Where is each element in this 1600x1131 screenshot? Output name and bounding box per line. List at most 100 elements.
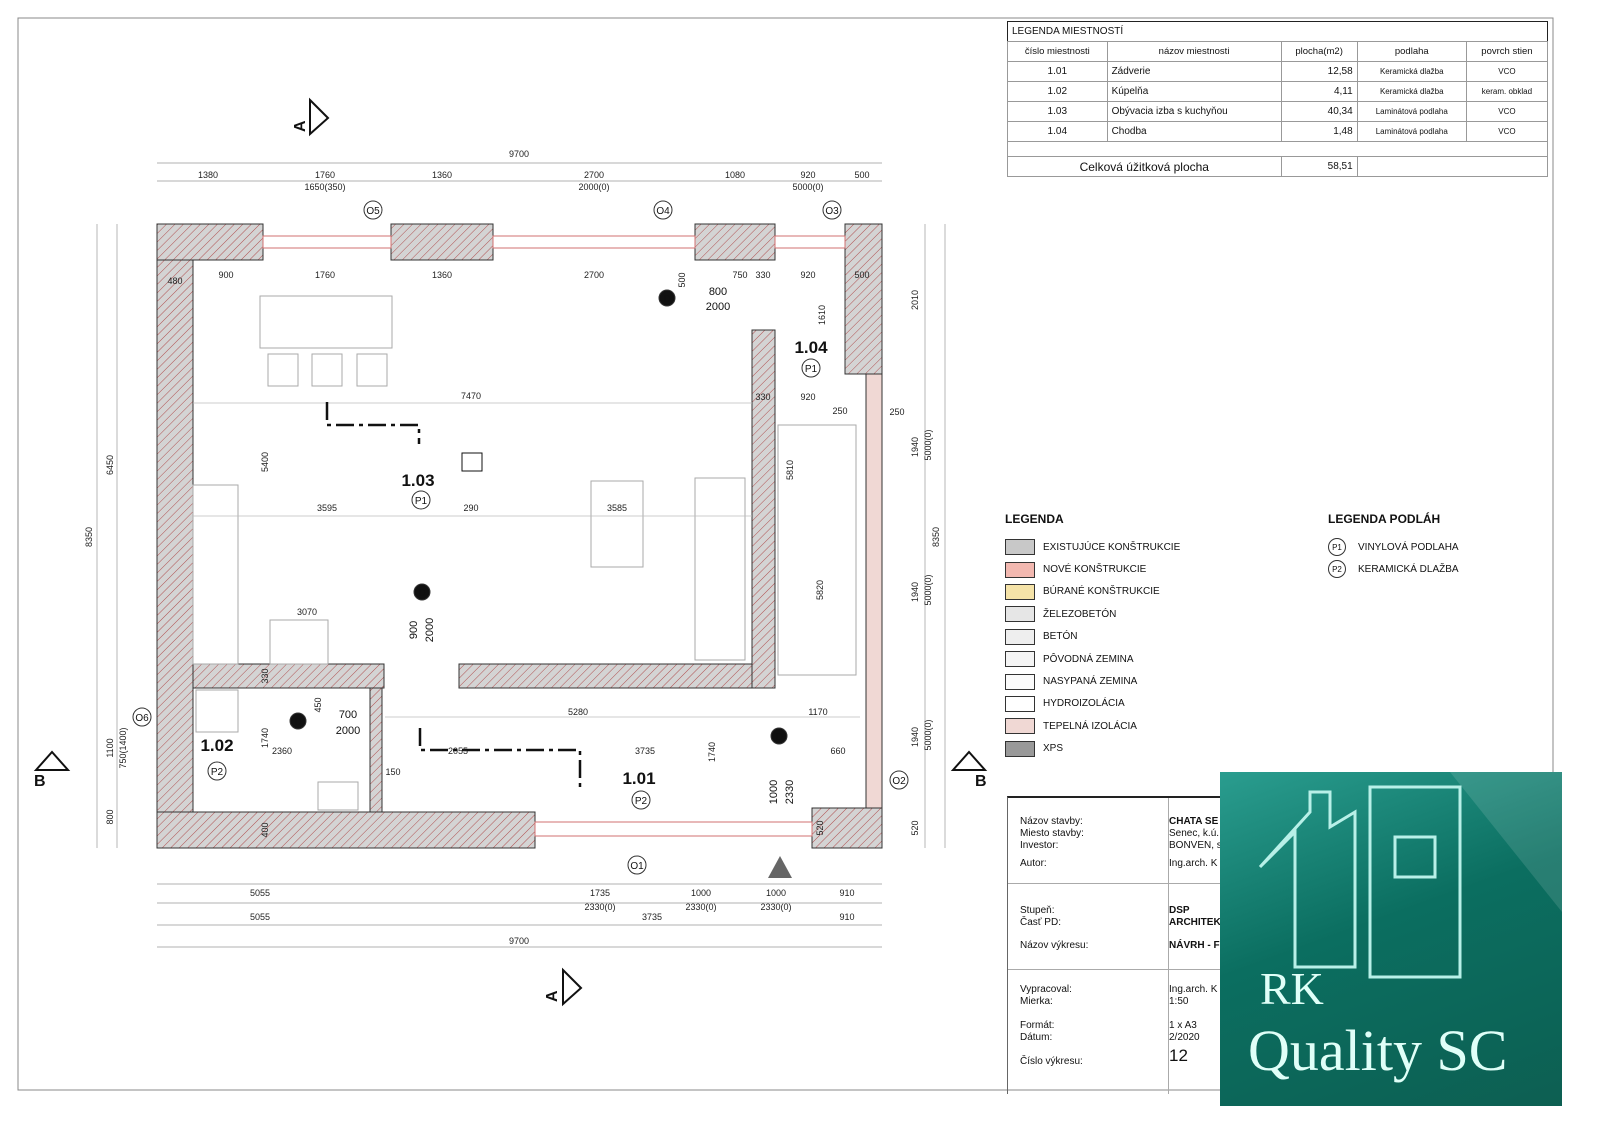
cell: 1.03 — [1007, 101, 1108, 122]
title-block-label: Názov stavby: — [1020, 816, 1083, 827]
dim: 920 — [800, 392, 815, 402]
cell: Zádverie — [1106, 61, 1282, 82]
floor-label: KERAMICKÁ DLAŽBA — [1358, 563, 1459, 575]
dim: 3735 — [642, 912, 662, 922]
dim: 2000(0) — [578, 182, 609, 192]
title-block-value: CHATA SE — [1169, 816, 1219, 827]
axis-label: O5 — [366, 206, 380, 217]
floor-legend-title: LEGENDA PODLÁH — [1328, 512, 1441, 526]
dim: 1100 — [105, 738, 115, 757]
dim: 1650(350) — [304, 182, 345, 192]
dim: 1360 — [432, 270, 452, 280]
axis-markers: O5 O4 O3 O6 O2 O1 — [132, 200, 909, 875]
cell: 4,11 — [1280, 81, 1358, 102]
title-block-label: Názov výkresu: — [1020, 940, 1089, 951]
cell: 1.01 — [1007, 61, 1108, 82]
wall-north-2 — [390, 223, 494, 261]
dim: 7470 — [461, 391, 481, 401]
axis-label: O1 — [630, 861, 644, 872]
door-height: 2000 — [336, 725, 360, 737]
dim: 1760 — [315, 270, 335, 280]
legend-label: PÔVODNÁ ZEMINA — [1043, 653, 1134, 665]
col-header: číslo miestnosti — [1007, 41, 1108, 62]
room-number: 1.04 — [794, 338, 828, 357]
col-header: podlaha — [1356, 41, 1467, 62]
title-block-value: 2/2020 — [1169, 1032, 1200, 1043]
legend-swatch — [1005, 695, 1035, 712]
wall-int-3 — [751, 329, 776, 689]
dim: 660 — [830, 746, 845, 756]
door-mark: D — [775, 732, 782, 743]
dim: 1760 — [315, 170, 335, 180]
col-header: plocha(m2) — [1280, 41, 1358, 62]
legend-swatch — [1005, 561, 1035, 578]
col-header: názov miestnosti — [1106, 41, 1282, 62]
dim: 750(1400) — [118, 727, 128, 768]
legend-label: NOVÉ KONŠTRUKCIE — [1043, 564, 1147, 576]
title-block-value: ARCHITEK — [1169, 917, 1221, 928]
dim: 910 — [839, 912, 854, 922]
cell: 1.04 — [1007, 121, 1108, 142]
title-block-label: Autor: — [1020, 858, 1047, 869]
legend-label: NASYPANÁ ZEMINA — [1043, 676, 1138, 688]
legend-swatch — [1005, 740, 1035, 757]
cell: 1.02 — [1007, 81, 1108, 102]
dim: 920 — [800, 270, 815, 280]
room-number: 1.02 — [200, 736, 233, 755]
cell: Kúpelňa — [1106, 81, 1282, 102]
section-label: A — [292, 120, 309, 132]
door-height: 2000 — [424, 618, 436, 642]
legend-swatch — [1005, 539, 1035, 556]
title-block-label: Stupeň: — [1020, 905, 1055, 916]
section-cut-lines — [325, 402, 582, 790]
title-block-label: Investor: — [1020, 840, 1059, 851]
cell: keram. obklad — [1465, 81, 1549, 102]
dim: 1000 — [691, 888, 711, 898]
cell: VCO — [1465, 61, 1549, 82]
door-mark: D — [663, 294, 670, 305]
floor-label: VINYLOVÁ PODLAHA — [1358, 541, 1459, 553]
dim: 2010 — [910, 290, 920, 310]
dim: 2330(0) — [584, 902, 615, 912]
legend-item: BÚRANÉ KONŠTRUKCIE — [1005, 581, 1180, 603]
dim: 1380 — [198, 170, 218, 180]
dim: 2700 — [584, 170, 604, 180]
cell: Laminátová podlaha — [1356, 121, 1467, 142]
legend-item: NOVÉ KONŠTRUKCIE — [1005, 558, 1180, 580]
windows — [262, 235, 846, 837]
dim: 6450 — [105, 455, 115, 475]
cell: 40,34 — [1280, 101, 1358, 122]
dim: 1170 — [808, 707, 827, 717]
floor-code: P2 — [635, 796, 648, 807]
cell: Chodba — [1106, 121, 1282, 142]
cell: Keramická dlažba — [1356, 61, 1467, 82]
cell: VCO — [1465, 101, 1549, 122]
title-block-label: Formát: — [1020, 1020, 1055, 1031]
empty-cell — [1356, 156, 1549, 177]
door-width: 900 — [408, 621, 420, 639]
floor-code: P1 — [1328, 538, 1346, 556]
dim: 330 — [755, 270, 770, 280]
legend-item: EXISTUJÚCE KONŠTRUKCIE — [1005, 536, 1180, 558]
legend-item: ŽELEZOBETÓN — [1005, 603, 1180, 625]
axis-label: O6 — [135, 713, 149, 724]
title-block-value: Ing.arch. K — [1169, 984, 1218, 995]
dim: 500 — [854, 270, 869, 280]
cell: 1,48 — [1280, 121, 1358, 142]
cell: Obývacia izba s kuchyňou — [1106, 101, 1282, 122]
dim: 150 — [385, 767, 400, 777]
wall-west — [156, 223, 194, 849]
dim: 1360 — [432, 170, 452, 180]
dim: 5400 — [260, 452, 270, 472]
legend-item: BETÓN — [1005, 626, 1180, 648]
wall-north-1 — [156, 223, 264, 261]
house-logo-icon — [1258, 772, 1562, 979]
dim: 920 — [800, 170, 815, 180]
door-width: 1000 — [768, 780, 780, 804]
